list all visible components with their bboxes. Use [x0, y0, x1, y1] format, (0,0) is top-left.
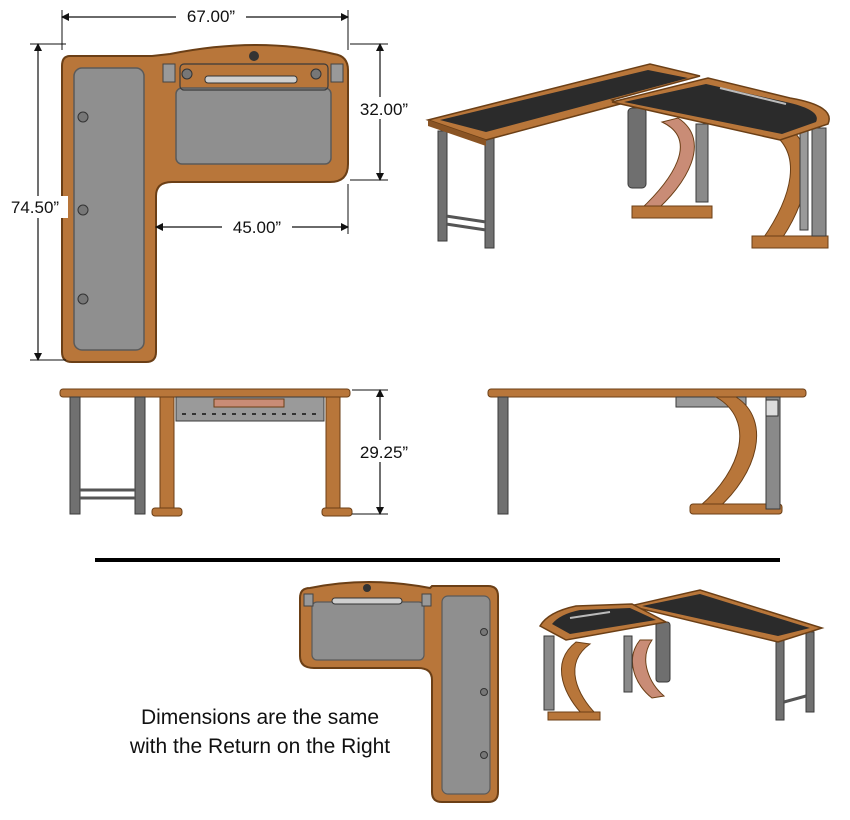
isometric-view: [425, 63, 830, 249]
support-column: [655, 621, 671, 683]
grommet-icon: [77, 293, 89, 305]
return-pad: [441, 595, 491, 795]
metal-post: [765, 396, 781, 510]
leg: [69, 396, 81, 515]
grommet-icon: [480, 751, 488, 759]
bracket-left: [162, 63, 176, 83]
grommet-icon: [310, 68, 322, 80]
desk-top-return-surface: [552, 608, 656, 634]
curved-leg: [561, 641, 598, 717]
caption-line-1: Dimensions are the same: [140, 706, 380, 729]
bracket-right: [421, 593, 432, 607]
top-edge: [487, 388, 807, 398]
keyboard-slot: [331, 597, 403, 605]
keyboard-tray-outline: [179, 63, 329, 91]
leg: [775, 639, 785, 721]
desk-top-long-surface: [440, 70, 688, 132]
dim-label-height: 29.25”: [360, 443, 409, 462]
leg-brace: [445, 214, 487, 224]
caption: Dimensions are the same with the Return …: [100, 703, 420, 761]
dim-label-depth-main: 32.00”: [360, 100, 409, 119]
tray-bracket: [675, 396, 747, 408]
metal-post: [695, 123, 709, 203]
desk-top-long-surface: [642, 594, 810, 636]
desk-edge-front: [428, 120, 486, 146]
leg: [805, 631, 815, 713]
dim-label-depth-total: 74.50”: [11, 198, 60, 217]
main-pad: [311, 601, 425, 661]
front-elevation: 29.25”: [59, 388, 416, 517]
leg: [484, 137, 495, 249]
grommet-icon: [77, 204, 89, 216]
grommet-icon: [480, 688, 488, 696]
return-pad: [73, 67, 145, 351]
leg-brace: [445, 222, 487, 232]
foot: [151, 507, 183, 517]
post-bracket: [765, 399, 779, 417]
foot: [547, 711, 601, 721]
side-panel: [325, 396, 341, 513]
curved-leg: [698, 396, 758, 511]
desk-top-return-surface: [624, 84, 817, 134]
support-column: [627, 107, 647, 189]
plan-view-right-return: [299, 581, 499, 803]
keyboard-slot: [719, 87, 787, 105]
keyboard-slot: [569, 611, 611, 619]
leg-brace: [783, 694, 807, 704]
metal-post: [623, 635, 633, 693]
grommet-icon: [480, 628, 488, 636]
leg: [437, 130, 448, 242]
curved-leg: [639, 117, 695, 215]
cable-grommet-icon: [249, 51, 259, 61]
keyboard-slot: [204, 75, 298, 84]
grommet-icon: [77, 111, 89, 123]
side-panel: [159, 396, 175, 513]
caption-line-2: with the Return on the Right: [129, 735, 391, 758]
leg: [134, 396, 146, 515]
side-elevation: [487, 388, 807, 515]
dim-label-return: 45.00”: [233, 218, 282, 237]
metal-post: [799, 129, 809, 231]
grommet-icon: [181, 68, 193, 80]
main-pad: [175, 87, 332, 165]
isometric-view-right-return: [538, 589, 825, 721]
top-edge: [59, 388, 351, 398]
foot: [321, 507, 353, 517]
cable-grommet-icon: [363, 584, 371, 592]
foot: [631, 205, 713, 219]
bracket-left: [303, 593, 314, 607]
foot: [689, 503, 783, 515]
tray-handle: [213, 398, 285, 408]
foot: [751, 235, 829, 249]
metal-post: [543, 635, 555, 711]
metal-post: [811, 127, 827, 237]
dim-label-width: 67.00”: [187, 7, 236, 26]
leg: [497, 396, 509, 515]
bracket-right: [330, 63, 344, 83]
plan-view-left-return: 67.00” 32.00” 74.50” 45.00”: [4, 6, 416, 363]
